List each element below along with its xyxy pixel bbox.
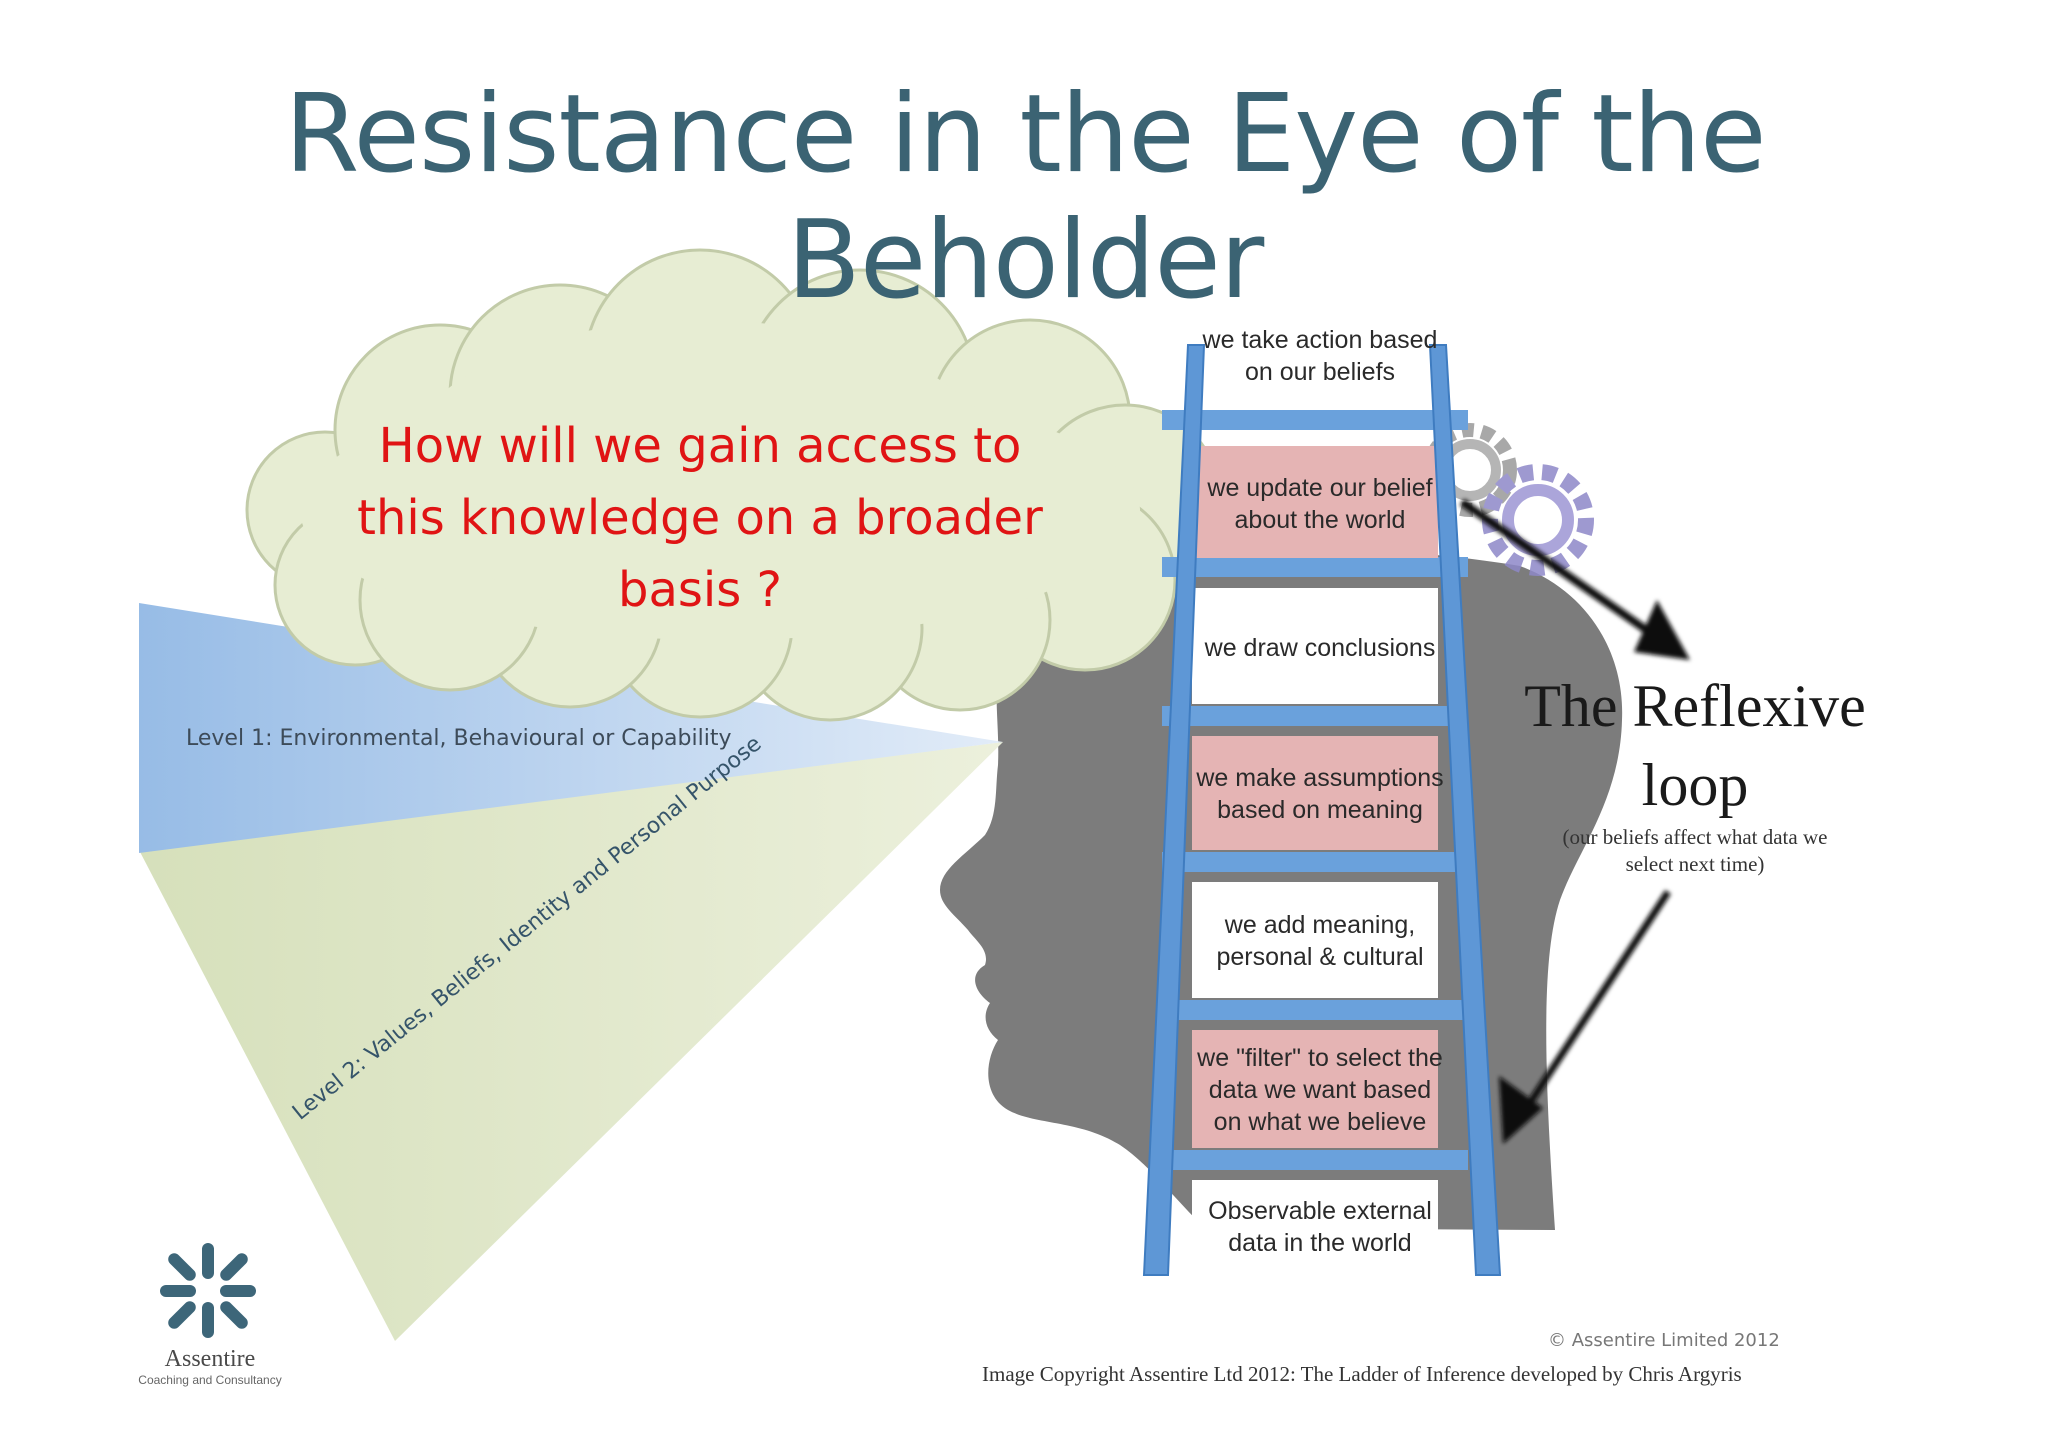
level2-cone [139, 742, 1003, 1341]
copyright-line1: © Assentire Limited 2012 [1548, 1330, 1780, 1351]
reflexive-arrow-icon [1459, 498, 1690, 1144]
reflexive-title-line1: The Reflexive [1524, 673, 1866, 739]
reflexive-title-line2: loop [1641, 752, 1749, 818]
logo-tagline: Coaching and Consultancy [138, 1373, 282, 1387]
ladder-step-filter-data: we "filter" to select the data we want b… [1197, 1044, 1443, 1136]
reflexive-loop-label: The Reflexive loop (our beliefs affect w… [1495, 666, 1895, 878]
reflexive-note: (our beliefs affect what data we select … [1562, 825, 1828, 876]
assentire-logo-icon [160, 1243, 256, 1338]
logo-name: Assentire [164, 1346, 256, 1372]
ladder [1142, 344, 1502, 1276]
cloud-question: How will we gain access to this knowledg… [357, 418, 1043, 618]
ladder-step-add-meaning: we add meaning, personal & cultural [1216, 911, 1424, 971]
ladder-step-make-assumptions: we make assumptions based on meaning [1196, 764, 1444, 824]
page-title: Resistance in the Eye of the Beholder [284, 72, 1766, 323]
ladder-step-observable-data: Observable external data in the world [1208, 1197, 1432, 1257]
ladder-step-update-belief: we update our belief about the world [1207, 474, 1433, 534]
copyright-line2: Image Copyright Assentire Ltd 2012: The … [982, 1362, 1742, 1386]
level1-label: Level 1: Environmental, Behavioural or C… [186, 726, 732, 751]
ladder-step-take-action: we take action based on our beliefs [1202, 326, 1438, 386]
ladder-step-draw-conclusions: we draw conclusions [1204, 634, 1436, 662]
